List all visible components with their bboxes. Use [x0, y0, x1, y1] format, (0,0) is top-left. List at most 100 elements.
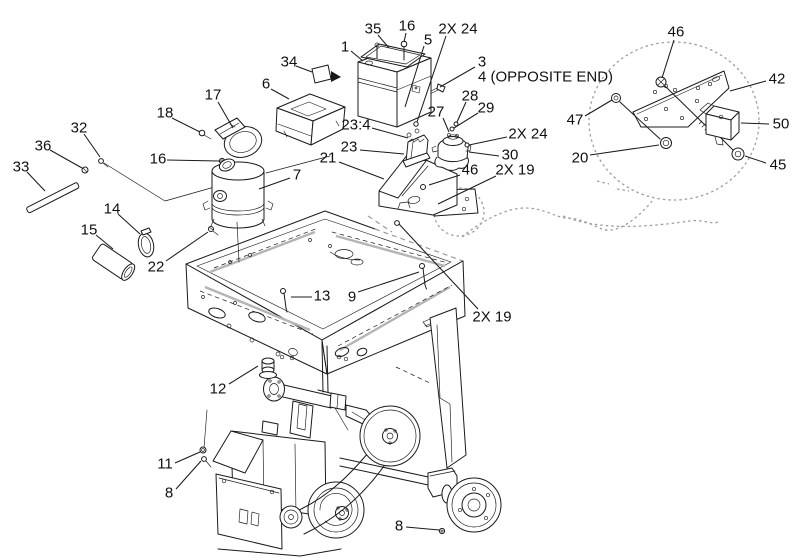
leader-line-35	[377, 34, 390, 49]
part-label-42: 42	[769, 71, 786, 88]
part-label-7: 7	[293, 167, 301, 184]
part-label-32: 32	[71, 120, 88, 137]
jackshaft	[282, 384, 333, 409]
part-label-16-battery: 16	[399, 18, 416, 35]
part-label-30: 30	[502, 147, 519, 164]
air-cleaner-assembly	[198, 64, 346, 263]
engine-transmission-assembly	[199, 354, 502, 557]
part-label-34: 34	[281, 54, 298, 71]
part-label-8-engine: 8	[165, 485, 173, 502]
isolator-12	[259, 357, 277, 379]
leader-line-16-battery	[403, 32, 407, 43]
tube-33	[26, 182, 80, 214]
part-label-3: 3	[478, 54, 486, 71]
part-label-50: 50	[773, 116, 790, 133]
clutch-pulley	[359, 405, 421, 467]
part-label-12: 12	[210, 381, 227, 398]
part-label-17: 17	[205, 87, 222, 104]
leader-line-9	[357, 271, 420, 293]
detail-nut-20	[660, 137, 672, 149]
detail-view	[461, 41, 760, 238]
part-label-28: 28	[462, 88, 479, 105]
part-label-24-pump: 2X 24	[508, 126, 547, 143]
part-label-46-bracket: 46	[462, 162, 479, 179]
bolt-9	[419, 263, 427, 290]
part-label-29: 29	[478, 100, 495, 117]
leader-line-8-engine	[175, 460, 202, 490]
part-label-36: 36	[35, 138, 52, 155]
part-label-11: 11	[157, 456, 173, 473]
part-label-46-detail: 46	[668, 24, 685, 41]
leader-line-5	[404, 45, 425, 108]
leader-line-15	[95, 234, 114, 250]
coupler-disc	[263, 376, 285, 402]
brake-drum	[446, 477, 502, 533]
leader-line-34	[295, 65, 313, 73]
detail-bolt-47	[611, 93, 661, 140]
leader-line-46-detail	[661, 39, 675, 79]
bracket-and-fuel-pump	[378, 83, 485, 237]
part-label-4: 4 (OPPOSITE END)	[478, 69, 613, 86]
screw-32	[98, 158, 109, 168]
part-label-27: 27	[428, 104, 445, 121]
left-small-parts	[26, 158, 155, 281]
leader-line-19-upper	[437, 175, 497, 205]
leader-line-6	[270, 88, 290, 100]
part-label-16-clamp: 16	[150, 151, 167, 168]
detail-bolt-46	[655, 76, 709, 131]
part-label-13: 13	[314, 288, 331, 305]
bolt-8-axle	[438, 527, 446, 535]
part-label-18: 18	[157, 105, 174, 122]
screw-36	[81, 166, 89, 174]
nut-16	[400, 40, 408, 48]
leader-line-14	[117, 213, 141, 235]
part-label-22: 22	[148, 259, 165, 276]
leader-line-45	[744, 155, 767, 164]
part-label-33: 33	[13, 159, 30, 176]
leader-line-30	[468, 151, 500, 157]
part-label-35: 35	[365, 21, 382, 38]
leader-line-16-clamp	[166, 159, 220, 162]
bolt-13	[280, 288, 288, 313]
part-label-9: 9	[348, 289, 356, 306]
hold-down-23	[402, 121, 431, 168]
battery-assembly	[357, 40, 432, 128]
part-label-6: 6	[262, 76, 270, 93]
leader-line-24-battery	[416, 35, 447, 123]
leader-line-19-lower	[398, 223, 479, 310]
detail-connector-curve	[461, 200, 653, 238]
install-line	[103, 155, 331, 202]
axle-tube	[339, 457, 434, 487]
part-label-24-battery: 2X 24	[438, 21, 477, 38]
drive-belt	[296, 452, 385, 535]
cover-6	[275, 93, 346, 146]
part-label-47: 47	[567, 112, 584, 129]
leader-line-11	[174, 451, 201, 464]
decal-arrow-icon	[331, 71, 341, 82]
leader-line-33	[26, 171, 46, 192]
part-label-23: 23	[341, 139, 358, 156]
leader-line-12	[228, 365, 259, 385]
leader-line-20	[589, 144, 660, 156]
mount-plate-42	[632, 70, 730, 128]
engine-pulley	[279, 505, 303, 529]
detail-balloon-circle	[588, 41, 760, 201]
right-side-panel	[395, 307, 467, 469]
part-label-14: 14	[104, 201, 121, 218]
leader-line-32	[83, 133, 101, 158]
leader-line-27	[442, 117, 450, 133]
leader-line-8-axle	[405, 526, 440, 531]
part-label-19-lower: 2X 19	[472, 309, 511, 326]
leader-line-28	[456, 101, 467, 123]
leader-line-47	[584, 99, 613, 117]
leader-line-17	[217, 101, 234, 129]
fuel-pump-30	[431, 121, 472, 171]
clutch-phantom-circle	[433, 187, 485, 237]
part-label-8-axle: 8	[395, 518, 403, 535]
leader-line-50	[740, 122, 770, 125]
canister-7	[202, 158, 274, 263]
bolt-18	[198, 129, 212, 140]
